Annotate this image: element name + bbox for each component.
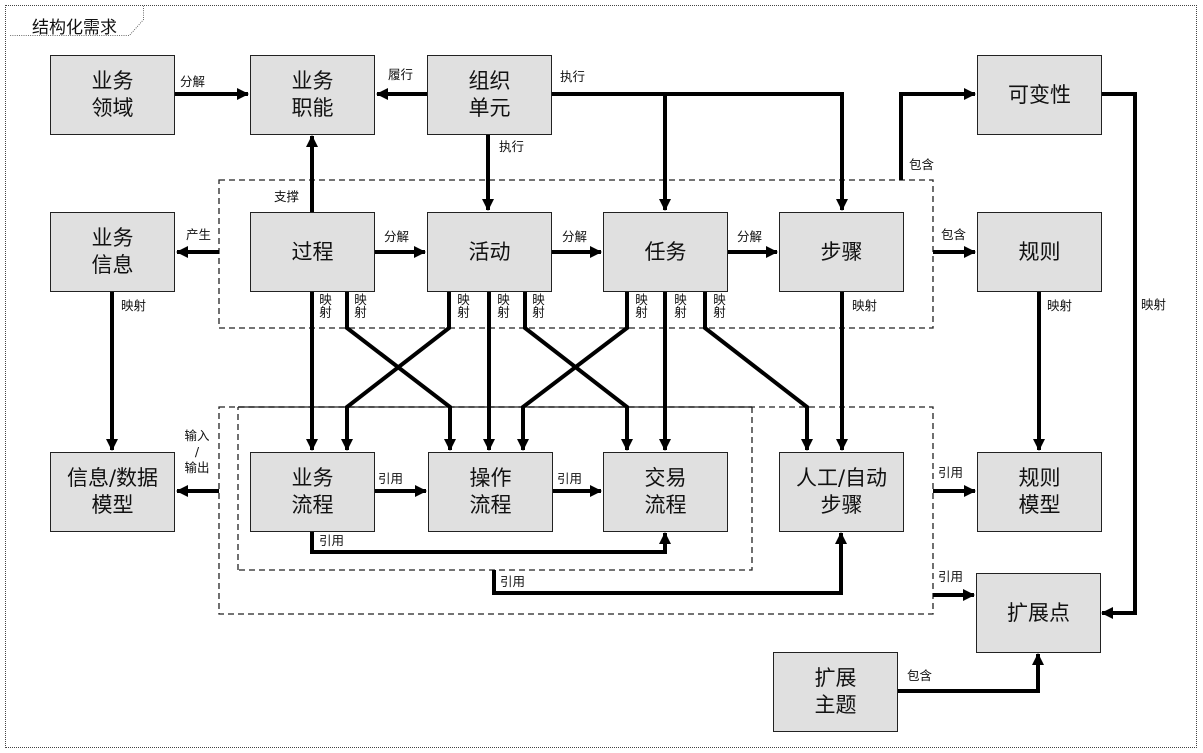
box-business-domain: 业务 领域 <box>50 55 175 135</box>
label-decompose-activity: 分解 <box>562 229 588 244</box>
box-rule-model: 规则 模型 <box>977 452 1102 532</box>
label-ref-rulemodel: 引用 <box>938 465 964 480</box>
label-ref-busflow-txflow: 引用 <box>319 533 345 548</box>
label-contain-rule: 包含 <box>941 227 967 242</box>
label-contain-exttopic: 包含 <box>907 668 933 683</box>
box-task: 任务 <box>603 212 728 292</box>
box-rule: 规则 <box>977 212 1102 292</box>
label-map-businfo: 映射 <box>121 298 147 313</box>
box-activity: 活动 <box>427 212 552 292</box>
map-activity-busflow <box>341 291 451 451</box>
box-manual-auto-step: 人工/自动 步骤 <box>779 452 904 532</box>
ref-group-manualstep <box>492 532 847 595</box>
label-map-task-2: 映射 <box>672 293 687 318</box>
label-map-process-1: 映射 <box>317 293 332 318</box>
label-input: 输入 <box>184 428 210 443</box>
ref-busflow-txflow <box>310 531 671 554</box>
label-slash: / <box>194 444 200 459</box>
edge-exttopic-extpoint <box>897 653 1044 693</box>
box-business-function: 业务 职能 <box>250 55 375 135</box>
label-map-step: 映射 <box>852 298 878 313</box>
box-extension-topic: 扩展 主题 <box>773 652 898 732</box>
box-org-unit: 组织 单元 <box>427 55 552 135</box>
label-map-task-3: 映射 <box>711 293 726 318</box>
box-process: 过程 <box>250 212 375 292</box>
box-variability: 可变性 <box>977 55 1102 135</box>
label-map-task-1: 映射 <box>633 293 648 318</box>
edge-group-variability <box>899 88 976 180</box>
label-map-rule: 映射 <box>1047 298 1073 313</box>
label-map-process-2: 映射 <box>352 293 367 318</box>
box-operation-flow: 操作 流程 <box>428 452 553 532</box>
label-execute-down: 执行 <box>499 139 525 154</box>
label-ref-extpoint: 引用 <box>938 569 964 584</box>
frame-title: 结构化需求 <box>32 18 117 38</box>
label-map-activity-3: 映射 <box>530 293 545 318</box>
label-contain-variability: 包含 <box>909 157 935 172</box>
map-task-opflow <box>517 291 629 451</box>
label-support: 支撑 <box>274 189 300 204</box>
edge-org-task <box>551 92 671 211</box>
label-map-activity-2: 映射 <box>495 293 510 318</box>
box-transaction-flow: 交易 流程 <box>603 452 728 532</box>
label-ref-group-manualstep: 引用 <box>500 574 526 589</box>
label-produce: 产生 <box>186 227 212 242</box>
label-map-activity-1: 映射 <box>455 293 470 318</box>
label-map-variability: 映射 <box>1141 297 1167 312</box>
box-extension-point: 扩展点 <box>976 573 1101 653</box>
box-business-flow: 业务 流程 <box>250 452 375 532</box>
label-ref-busflow-opflow: 引用 <box>378 471 404 486</box>
edge-org-step <box>660 92 848 211</box>
box-business-info: 业务 信息 <box>50 212 175 292</box>
label-decompose-domain: 分解 <box>180 74 206 89</box>
label-execute-right: 执行 <box>560 69 586 84</box>
box-step: 步骤 <box>779 212 904 292</box>
label-perform: 履行 <box>388 67 414 82</box>
edge-variability-extpoint <box>1101 92 1137 619</box>
label-input-output: 输入 / 输出 <box>180 428 214 476</box>
box-info-data-model: 信息/数据 模型 <box>50 452 175 532</box>
label-output: 输出 <box>184 460 210 475</box>
label-decompose-task: 分解 <box>737 229 763 244</box>
label-ref-opflow-txflow: 引用 <box>557 471 583 486</box>
outer-frame <box>5 5 1197 748</box>
label-decompose-process: 分解 <box>384 229 410 244</box>
map-task-manualstep <box>703 291 813 451</box>
